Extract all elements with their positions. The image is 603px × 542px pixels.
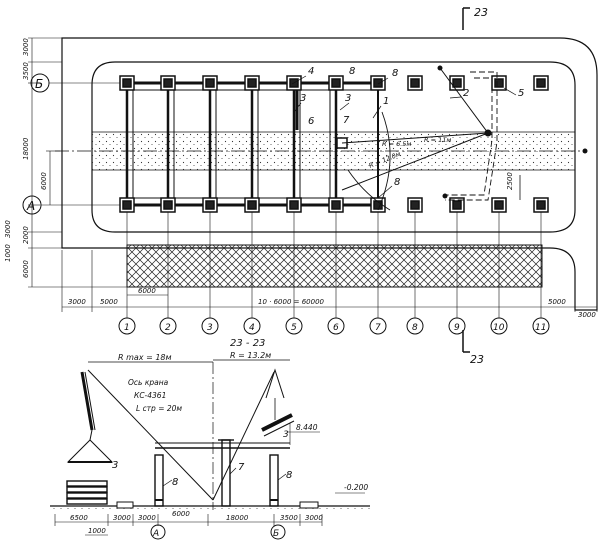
svg-text:1: 1	[383, 96, 389, 107]
bottom-dim-labels: 3000 5000 6000 10 · 6000 = 60000 5000 30…	[68, 287, 596, 319]
section-mark-top: 23	[474, 6, 488, 19]
svg-text:2000: 2000	[22, 226, 30, 244]
stacked-panels	[66, 480, 108, 505]
left-dimensions	[28, 37, 127, 288]
radius-label-2: R = 11м	[424, 136, 451, 144]
svg-text:3000: 3000	[22, 38, 30, 56]
svg-text:5000: 5000	[548, 298, 566, 306]
foundations-row-a	[119, 197, 549, 213]
svg-text:6000: 6000	[172, 510, 190, 518]
svg-text:5: 5	[291, 323, 297, 333]
svg-text:3000: 3000	[4, 220, 12, 238]
svg-text:7: 7	[375, 323, 381, 333]
rmax-label: R max = 18м	[118, 353, 172, 362]
building-frame	[154, 439, 290, 507]
svg-text:11: 11	[535, 323, 546, 333]
level-ground: -0.200	[344, 483, 368, 492]
section-cut-bottom	[462, 330, 470, 353]
svg-text:10 · 6000 = 60000: 10 · 6000 = 60000	[258, 298, 325, 306]
svg-text:7: 7	[238, 462, 245, 473]
svg-text:18000: 18000	[226, 514, 249, 522]
radius-label-1: R = 6.5м	[382, 140, 411, 148]
svg-text:6000: 6000	[22, 260, 30, 278]
svg-text:3000: 3000	[305, 514, 323, 522]
svg-text:3500: 3500	[22, 62, 30, 80]
section-title: 23 - 23	[230, 338, 265, 349]
svg-text:8: 8	[392, 68, 398, 79]
svg-text:10: 10	[493, 323, 505, 333]
section-axis-a: А	[152, 529, 159, 539]
svg-text:А: А	[26, 199, 35, 213]
r132-label: R = 13.2м	[230, 351, 271, 360]
svg-text:8: 8	[286, 470, 292, 481]
svg-text:7: 7	[343, 115, 350, 126]
svg-text:4: 4	[249, 323, 255, 333]
crane-right	[212, 368, 320, 501]
svg-text:8: 8	[412, 323, 418, 333]
svg-text:2: 2	[165, 323, 171, 333]
svg-text:3: 3	[112, 460, 118, 471]
svg-text:8: 8	[349, 66, 355, 77]
svg-text:Б: Б	[35, 77, 43, 91]
svg-text:1000: 1000	[88, 527, 106, 535]
road-inner-island	[91, 61, 576, 233]
svg-text:3000: 3000	[578, 311, 596, 319]
svg-text:3: 3	[345, 93, 351, 104]
section-dimensions	[54, 514, 323, 536]
row-axis-b: Б	[30, 73, 120, 93]
column-axes: 1 2 3 4 5 6 7 8 9 10 11	[118, 317, 550, 335]
svg-text:1: 1	[124, 323, 130, 333]
section-axis-b: Б	[273, 529, 279, 539]
level-top: 8.440	[296, 423, 318, 432]
svg-text:9: 9	[454, 323, 460, 333]
site-plan: R = 6.5м R = 11м R = 12.0м 2500 1 2 3 3 …	[4, 6, 598, 366]
bottom-dimensions	[61, 212, 598, 318]
storage-area	[126, 244, 543, 288]
svg-text:2: 2	[463, 88, 469, 99]
svg-text:6: 6	[308, 116, 314, 127]
svg-text:3: 3	[207, 323, 213, 333]
svg-text:5000: 5000	[100, 298, 118, 306]
left-dim-labels: 3000 3500 18000 6000 3000 2000 1000 6000	[4, 38, 48, 278]
plan-callouts: 1 2 3 3 4 5 6 7 8 8 8	[300, 66, 524, 188]
svg-text:5: 5	[518, 88, 524, 99]
svg-text:6000: 6000	[40, 172, 48, 190]
svg-text:8: 8	[172, 477, 178, 488]
dim-2500: 2500	[506, 172, 514, 190]
svg-text:1000: 1000	[4, 244, 12, 262]
boom-length-label: L стр = 20м	[136, 404, 182, 413]
svg-text:3000: 3000	[138, 514, 156, 522]
svg-text:6500: 6500	[70, 514, 88, 522]
svg-text:3000: 3000	[113, 514, 131, 522]
svg-text:3: 3	[300, 93, 306, 104]
section-cut-top	[462, 7, 470, 30]
svg-text:4: 4	[308, 66, 314, 77]
crane-axis-label: Ось крана	[128, 378, 169, 387]
crane-model-label: КС-4361	[134, 391, 166, 400]
svg-text:6000: 6000	[138, 287, 156, 295]
crane-left	[66, 369, 214, 501]
svg-text:3500: 3500	[280, 514, 298, 522]
svg-text:3: 3	[283, 430, 289, 440]
svg-text:3000: 3000	[68, 298, 86, 306]
crane-on-plan	[336, 65, 521, 211]
section-mark-bottom: 23	[470, 353, 484, 366]
svg-text:8: 8	[394, 177, 400, 188]
svg-text:18000: 18000	[22, 137, 30, 160]
svg-text:6: 6	[333, 323, 339, 333]
section-23-23: 23 - 23 R max = 18м R = 13.2м Ось крана …	[50, 338, 370, 540]
